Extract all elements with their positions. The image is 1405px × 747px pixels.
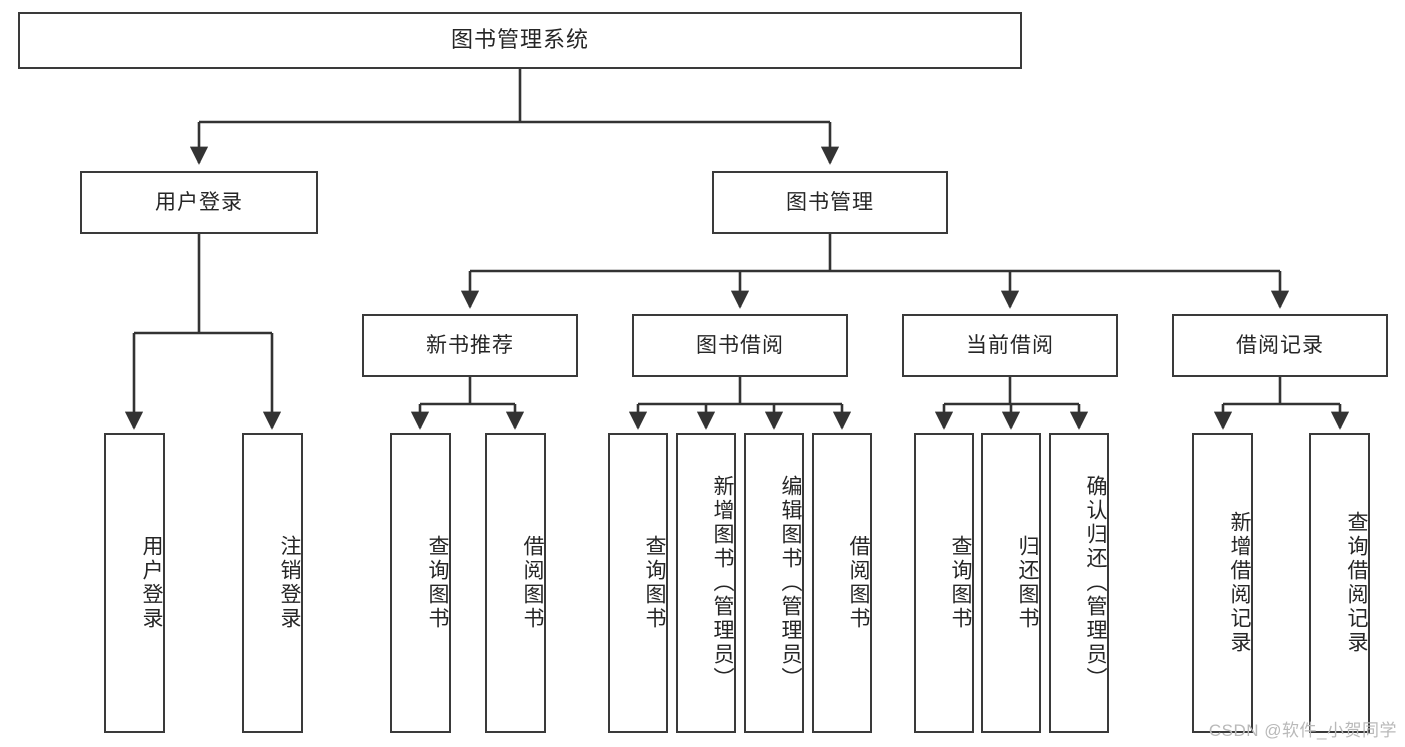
node-label: 图书管理系统 xyxy=(450,27,589,53)
node-label: 当前借阅 xyxy=(966,333,1054,357)
leaf-user-login-login[interactable]: 用户登录 xyxy=(104,433,165,733)
leaf-borrow-edit-book[interactable]: 编辑图书（管理员） xyxy=(744,433,804,733)
node-root-system[interactable]: 图书管理系统 xyxy=(18,12,1022,69)
node-label: 新书推荐 xyxy=(426,333,514,357)
leaf-user-login-logout[interactable]: 注销登录 xyxy=(242,433,303,733)
leaf-record-add-record[interactable]: 新增借阅记录 xyxy=(1192,433,1253,733)
node-book-management[interactable]: 图书管理 xyxy=(712,171,948,234)
node-label: 用户登录 xyxy=(140,535,163,631)
leaf-current-confirm-return[interactable]: 确认归还（管理员） xyxy=(1049,433,1109,733)
node-book-borrow[interactable]: 图书借阅 xyxy=(632,314,848,377)
node-label: 新增图书（管理员） xyxy=(711,475,734,691)
node-label: 用户登录 xyxy=(155,190,243,214)
node-label: 归还图书 xyxy=(1016,535,1039,631)
node-current-borrow[interactable]: 当前借阅 xyxy=(902,314,1118,377)
node-label: 查询图书 xyxy=(426,535,449,631)
leaf-current-query-book[interactable]: 查询图书 xyxy=(914,433,974,733)
leaf-new-book-query[interactable]: 查询图书 xyxy=(390,433,451,733)
watermark-text: CSDN @软件_小贺同学 xyxy=(1208,721,1397,740)
node-label: 图书管理 xyxy=(786,190,874,214)
node-label: 编辑图书（管理员） xyxy=(779,475,802,691)
node-label: 查询借阅记录 xyxy=(1345,511,1368,655)
node-label: 查询图书 xyxy=(949,535,972,631)
node-label: 借阅图书 xyxy=(521,535,544,631)
node-label: 查询图书 xyxy=(643,535,666,631)
node-label: 借阅图书 xyxy=(847,535,870,631)
leaf-record-query-record[interactable]: 查询借阅记录 xyxy=(1309,433,1370,733)
node-new-book-recommend[interactable]: 新书推荐 xyxy=(362,314,578,377)
node-label: 借阅记录 xyxy=(1236,333,1324,357)
node-label: 新增借阅记录 xyxy=(1228,511,1251,655)
node-label: 注销登录 xyxy=(278,535,301,631)
leaf-borrow-borrow-book[interactable]: 借阅图书 xyxy=(812,433,872,733)
node-user-login[interactable]: 用户登录 xyxy=(80,171,318,234)
leaf-borrow-add-book[interactable]: 新增图书（管理员） xyxy=(676,433,736,733)
leaf-borrow-query-book[interactable]: 查询图书 xyxy=(608,433,668,733)
node-label: 确认归还（管理员） xyxy=(1084,475,1107,691)
node-label: 图书借阅 xyxy=(696,333,784,357)
leaf-new-book-borrow[interactable]: 借阅图书 xyxy=(485,433,546,733)
node-borrow-record[interactable]: 借阅记录 xyxy=(1172,314,1388,377)
leaf-current-return-book[interactable]: 归还图书 xyxy=(981,433,1041,733)
